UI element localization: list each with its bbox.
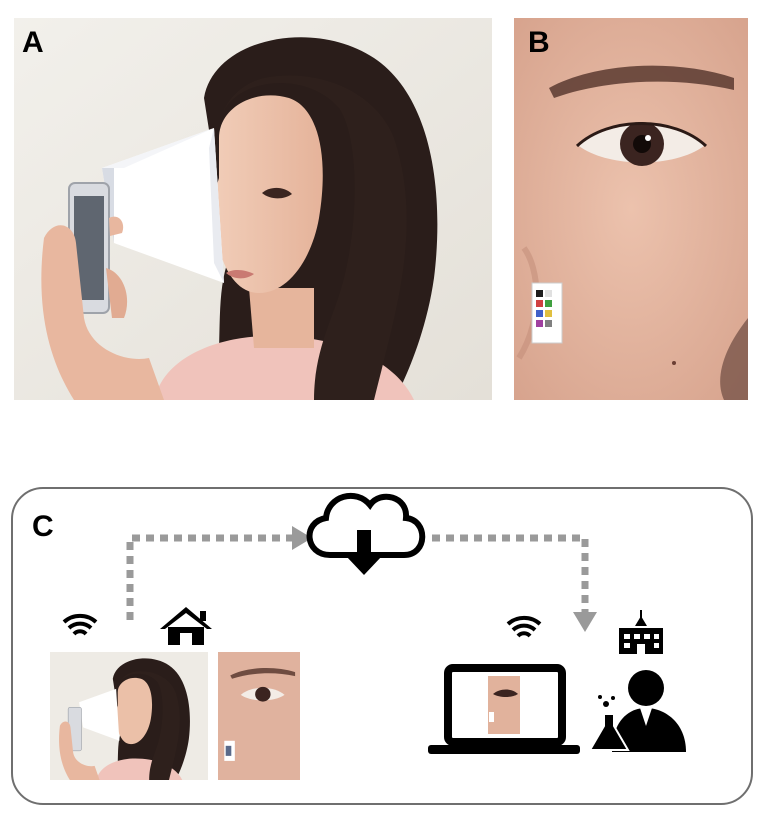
wifi-icon	[506, 615, 542, 638]
panel-c-workflow	[11, 487, 753, 805]
panel-label-b: B	[528, 26, 550, 59]
mini-photo-a	[50, 652, 208, 780]
eye-closeup-illustration	[514, 18, 748, 400]
panel-label-c: C	[32, 510, 54, 543]
woman-with-phone-adapter-illustration	[14, 18, 492, 400]
panel-label-a: A	[22, 26, 44, 59]
cloud-download-icon	[306, 492, 426, 575]
mini-woman-illustration	[50, 652, 208, 780]
mini-photo-b	[218, 652, 300, 780]
download-arrow	[432, 534, 597, 632]
scientist-icon	[588, 670, 686, 752]
hospital-icon	[619, 610, 663, 654]
mini-eye-illustration	[218, 652, 300, 780]
wifi-icon	[62, 613, 98, 636]
laptop-icon	[428, 664, 580, 754]
upload-arrow	[126, 526, 312, 620]
panel-b-photo: B	[514, 18, 748, 400]
panel-a-photo: A	[14, 18, 492, 400]
home-icon	[160, 607, 212, 645]
